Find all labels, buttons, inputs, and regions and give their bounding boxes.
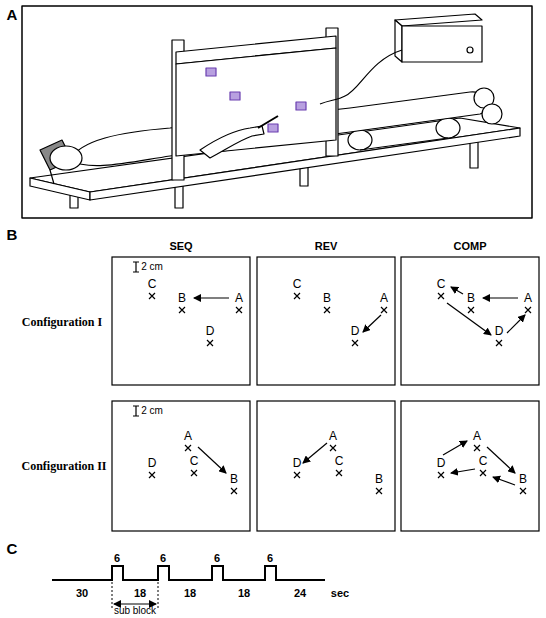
movement-arrow [198,447,226,473]
figure-label: D [437,457,446,469]
figure-label: B [323,292,331,304]
figure-label: D [206,325,215,337]
figure-label: COMP [454,241,487,252]
figure-label: A [473,430,481,442]
figure-label: 2 cm [141,406,163,416]
figure-label: A [184,430,192,442]
target-cross [324,307,330,313]
figure-label: D [148,457,157,469]
movement-arrow [194,297,229,298]
figure-label: D [495,325,504,337]
target-cross [207,340,213,346]
movement-arrow [303,443,327,463]
target-cross [179,307,185,313]
figure-label: D [351,325,360,337]
figure-label: 18 [238,588,250,599]
figure-label: A [380,292,388,304]
figure-label: B [375,473,383,485]
movement-arrow [447,303,491,335]
target-cross [480,470,486,476]
figure-label: 6 [214,553,220,564]
figure-label: Configuration II [21,460,106,472]
figure-label: sec [331,588,349,599]
target-cross [294,472,300,478]
target-cross [438,472,444,478]
target-cross [185,445,191,451]
figure-label: 6 [267,553,273,564]
target-cross [149,293,155,299]
figure-label: 6 [114,553,120,564]
figure-label: C [7,541,18,556]
movement-arrow [507,315,525,333]
figure-label: C [293,278,302,290]
movement-arrow [483,297,518,298]
target-cross [381,307,387,313]
target-cross [236,307,242,313]
target-cross [438,293,444,299]
figure-label: B [7,227,18,242]
figure-label: C [148,278,157,290]
figure-label: 2 cm [141,262,163,272]
movement-arrow [451,287,463,294]
figure-label: sub block [114,606,156,616]
target-cross [376,488,382,494]
figure-label: C [190,455,199,467]
figure-label: 6 [160,553,166,564]
target-cross [336,470,342,476]
figure-label: C [479,455,488,467]
target-cross [468,307,474,313]
figure-label: B [467,292,475,304]
target-cross [520,488,526,494]
figure-label: B [230,473,238,485]
timeline [52,566,325,608]
figure-label: B [178,292,186,304]
target-cross [352,340,358,346]
figure-label: C [335,455,344,467]
target-cross [496,340,502,346]
target-cross [231,488,237,494]
figure-label: C [437,278,446,290]
movement-arrow [487,447,515,473]
movement-arrow [493,477,515,485]
target-cross [191,470,197,476]
target-cross [474,445,480,451]
figure-label: SEQ [169,241,192,252]
figure-label: A [329,430,337,442]
figure-label: Configuration I [22,316,102,328]
figure-label: A [235,292,243,304]
target-cross [294,293,300,299]
target-marks [149,287,531,494]
target-cross [330,445,336,451]
figure-label: D [293,457,302,469]
movement-arrow [443,441,467,455]
movement-arrow [451,469,475,473]
figure-label: 18 [184,588,196,599]
figure-label: 30 [76,588,88,599]
target-cross [149,472,155,478]
figure-label: 24 [294,588,306,599]
figure-label: REV [315,241,338,252]
scanner-illustration [22,6,532,218]
figure-label: A [524,292,532,304]
figure-label: B [519,473,527,485]
figure-label: A [7,7,18,22]
target-cross [525,307,531,313]
figure-label: 18 [134,588,146,599]
movement-arrow [363,315,381,332]
panel-b-boxes [112,257,539,531]
